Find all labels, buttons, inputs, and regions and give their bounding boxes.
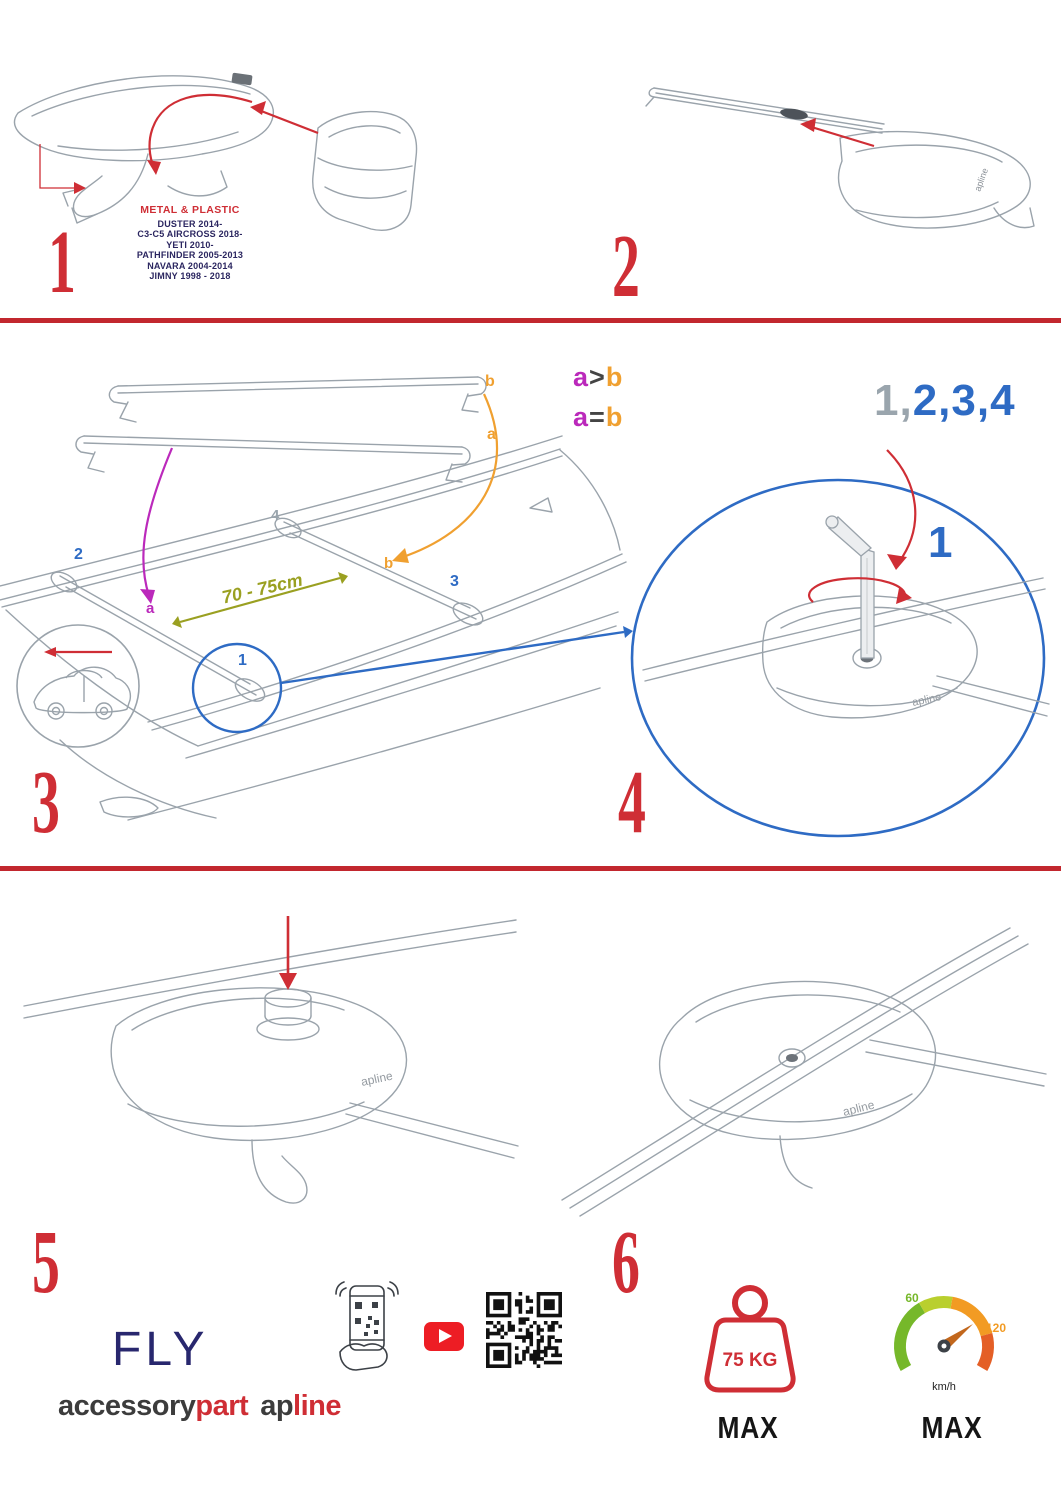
direction-inset-circle <box>16 624 140 748</box>
roof-label-2: 2 <box>74 546 83 563</box>
weight-value: 75 KG <box>723 1350 778 1371</box>
distance-arrow <box>179 576 341 624</box>
zoom-leader-head <box>623 626 633 638</box>
compare-eq-b: b <box>605 402 624 432</box>
section-divider-bottom <box>0 866 1061 871</box>
guide-curve-a <box>142 447 174 597</box>
compare-equal: a=b <box>573 402 623 433</box>
guide-curve-b <box>399 393 499 560</box>
model-item: DUSTER 2014- <box>157 219 223 229</box>
foot-logo-text: apline <box>911 691 942 709</box>
sequence-label: 1,2,3,4 <box>874 376 1016 426</box>
foot-logo-text: apline <box>841 1097 876 1118</box>
roof-label-1: 1 <box>238 652 247 669</box>
brand-badge <box>231 72 253 86</box>
distance-arrowhead-right <box>338 572 348 584</box>
model-item: C3-C5 AIRCROSS 2018- <box>137 229 243 240</box>
allen-key <box>825 515 875 659</box>
knob-foot-drawing: apline <box>23 916 519 1204</box>
step1-arrows <box>39 93 319 189</box>
play-icon <box>439 1329 452 1343</box>
weight-limit-icon: 75 KG <box>704 1285 796 1393</box>
press-arrowhead <box>279 973 297 990</box>
distance-arrowhead-left <box>172 616 182 628</box>
phone-screen-qr <box>355 1302 379 1336</box>
speedometer-hub-center <box>941 1343 947 1349</box>
youtube-icon <box>424 1322 464 1351</box>
insert-arrow <box>807 124 875 148</box>
bar-slot-hole <box>780 108 808 120</box>
section-divider-top <box>0 318 1061 323</box>
direction-arrowhead <box>44 647 56 657</box>
roof-label-b: b <box>384 555 394 572</box>
compare-eq-op: = <box>589 402 606 432</box>
model-item: NAVARA 2004-2014 <box>147 260 233 271</box>
bar-b-label: b <box>485 373 495 390</box>
brand1-red: part <box>195 1390 249 1422</box>
compare-gt-a: a <box>573 362 590 392</box>
step-2-number: 2 <box>612 217 640 316</box>
brand1-dark: accessory <box>58 1390 196 1422</box>
qr-code <box>486 1292 562 1368</box>
speed-limit-icon: 60 120 km/h <box>894 1291 1006 1393</box>
zoom-ellipse <box>630 478 1046 838</box>
speed-120-label: 120 <box>986 1321 1006 1335</box>
foot-logo-text: apline <box>972 167 990 193</box>
step1-arrowheads <box>74 101 266 194</box>
model-item: PATHFINDER 2005-2013 <box>136 250 244 261</box>
compare-gt-op: > <box>589 362 606 392</box>
kettlebell-handle <box>732 1285 768 1321</box>
bolt-hole <box>786 1054 798 1062</box>
model-item: YETI 2010- <box>166 239 214 250</box>
material-label: METAL & PLASTIC <box>140 204 240 216</box>
step-5-number: 5 <box>32 1213 60 1312</box>
speed-max-label: MAX <box>921 1410 983 1445</box>
clamp-exploded-drawing <box>13 72 418 231</box>
bars-and-car-lineart <box>0 376 627 821</box>
sequence-callout-1: 1 <box>928 518 954 567</box>
speedometer-arc <box>894 1296 994 1371</box>
insert-arrowhead <box>800 118 816 132</box>
sequence-arrow <box>886 449 917 563</box>
step-4-number: 4 <box>618 753 646 852</box>
guide-curve-b-head <box>392 548 409 563</box>
bar-end-drawing: apline <box>645 87 1035 229</box>
product-name: FLY <box>112 1323 209 1376</box>
weight-max-label: MAX <box>717 1410 779 1445</box>
compare-gt-b: b <box>605 362 624 392</box>
tightening-zoom-drawing: apline <box>630 449 1050 838</box>
sequence-rest: 2,3,4 <box>912 376 1016 425</box>
roof-label-3: 3 <box>450 573 459 590</box>
guide-curve-a-head <box>140 589 155 604</box>
sequence-first: 1, <box>874 376 913 425</box>
foot-logo-text: apline <box>360 1069 395 1089</box>
brand2-dark: ap <box>260 1390 294 1422</box>
roof-label-4: 4 <box>271 507 280 524</box>
step-3-number: 3 <box>32 753 60 852</box>
kettlebell-body <box>704 1317 796 1393</box>
bar-a-label: a <box>487 426 496 443</box>
roof-label-a: a <box>146 600 155 617</box>
model-list: DUSTER 2014- C3-C5 AIRCROSS 2018- YETI 2… <box>95 219 285 282</box>
compare-eq-a: a <box>573 402 590 432</box>
rotate-arrowhead <box>896 588 912 604</box>
phone-scan-icon <box>335 1281 399 1371</box>
foot-closeup-lineart <box>642 577 1050 719</box>
zoom-circle <box>191 642 283 734</box>
zoom-leader <box>280 630 625 685</box>
speed-60-label: 60 <box>905 1291 919 1305</box>
brand2-red: line <box>293 1390 342 1422</box>
step-1-number: 1 <box>48 213 76 312</box>
mounted-foot-drawing: apline <box>561 927 1047 1217</box>
speed-unit-label: km/h <box>932 1381 956 1393</box>
roof-mounting-drawing <box>0 376 633 821</box>
compare-greater: a>b <box>573 362 623 393</box>
rotate-arrow <box>808 577 907 603</box>
sequence-arrowhead <box>887 554 907 570</box>
inset-car <box>33 666 132 720</box>
model-item: JIMNY 1998 - 2018 <box>149 271 231 282</box>
step-6-number: 6 <box>612 1213 640 1312</box>
